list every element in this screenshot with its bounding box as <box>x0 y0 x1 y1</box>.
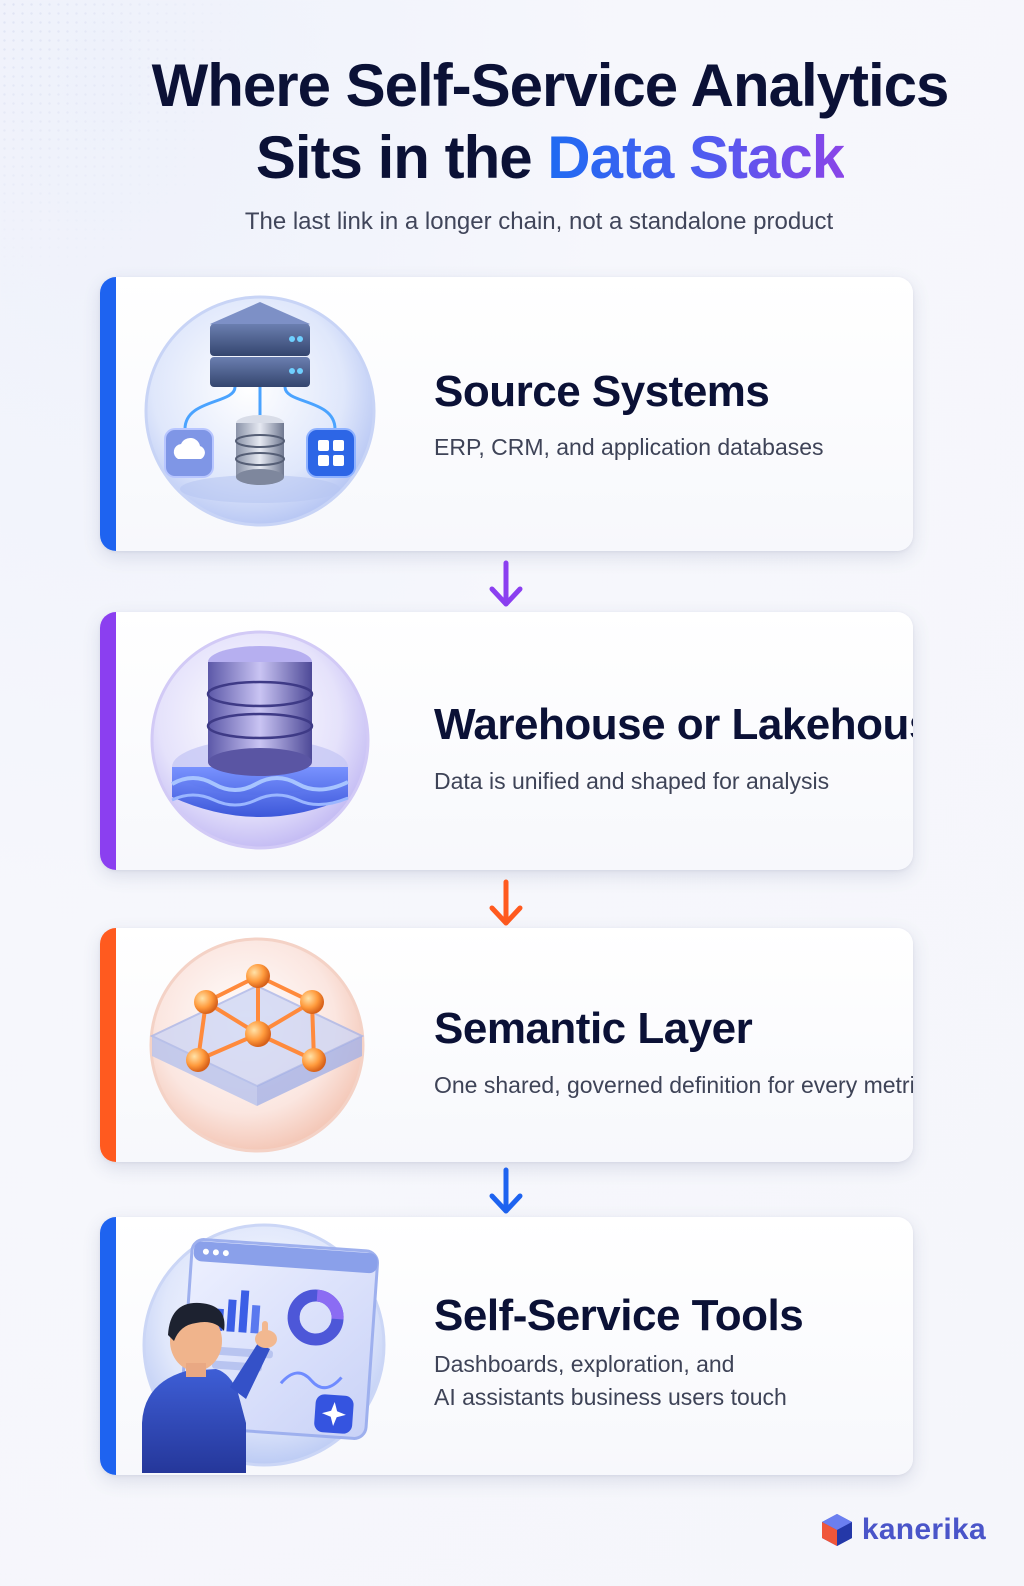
kanerika-logo-icon <box>821 1514 852 1546</box>
stage-card-source-systems: Source Systems ERP, CRM, and application… <box>100 277 913 551</box>
server-icon <box>144 295 376 527</box>
arrow-down-icon <box>489 1167 523 1214</box>
network-layer-icon <box>149 937 365 1153</box>
stage-description: Data is unified and shaped for analysis <box>434 768 830 794</box>
stage-description: One shared, governed definition for ever… <box>434 1072 913 1098</box>
stage-title: Warehouse or Lakehouse <box>434 700 913 749</box>
arrow-down-icon <box>489 879 523 926</box>
card-accent-bar <box>100 928 116 1162</box>
stage-card-semantic-layer: Semantic Layer One shared, governed defi… <box>100 928 913 1162</box>
title-line-1: Where Self-Service Analytics <box>151 52 950 119</box>
page-subtitle: The last link in a longer chain, not a s… <box>244 208 834 235</box>
stage-title: Self-Service Tools <box>434 1291 804 1340</box>
stage-description: ERP, CRM, and application databases <box>434 434 824 460</box>
arrow-down-icon <box>489 560 523 607</box>
stage-description-line-1: Dashboards, exploration, and <box>434 1351 735 1377</box>
title-accent: Data Stack <box>547 124 845 191</box>
stage-title: Semantic Layer <box>434 1004 753 1053</box>
card-accent-bar <box>100 277 116 551</box>
stage-description-line-2: AI assistants business users touch <box>434 1384 787 1410</box>
page-title: Where Self-Service Analytics Sits in the… <box>0 50 1024 194</box>
brand-name: kanerika <box>861 1513 986 1546</box>
background-dots <box>0 0 260 300</box>
card-accent-bar <box>100 1217 116 1475</box>
brand-logo: kanerika <box>820 1512 986 1548</box>
title-line-2-prefix: Sits in the <box>255 124 548 191</box>
card-accent-bar <box>100 612 116 870</box>
database-lake-icon <box>150 630 370 850</box>
stage-card-warehouse: Warehouse or Lakehouse Data is unified a… <box>100 612 913 870</box>
dashboard-user-icon <box>142 1223 386 1473</box>
title-line-2: Sits in the Data Stack <box>0 122 1024 194</box>
stage-card-self-service-tools: Self-Service Tools Dashboards, explorati… <box>100 1217 913 1475</box>
stage-title: Source Systems <box>434 367 770 416</box>
